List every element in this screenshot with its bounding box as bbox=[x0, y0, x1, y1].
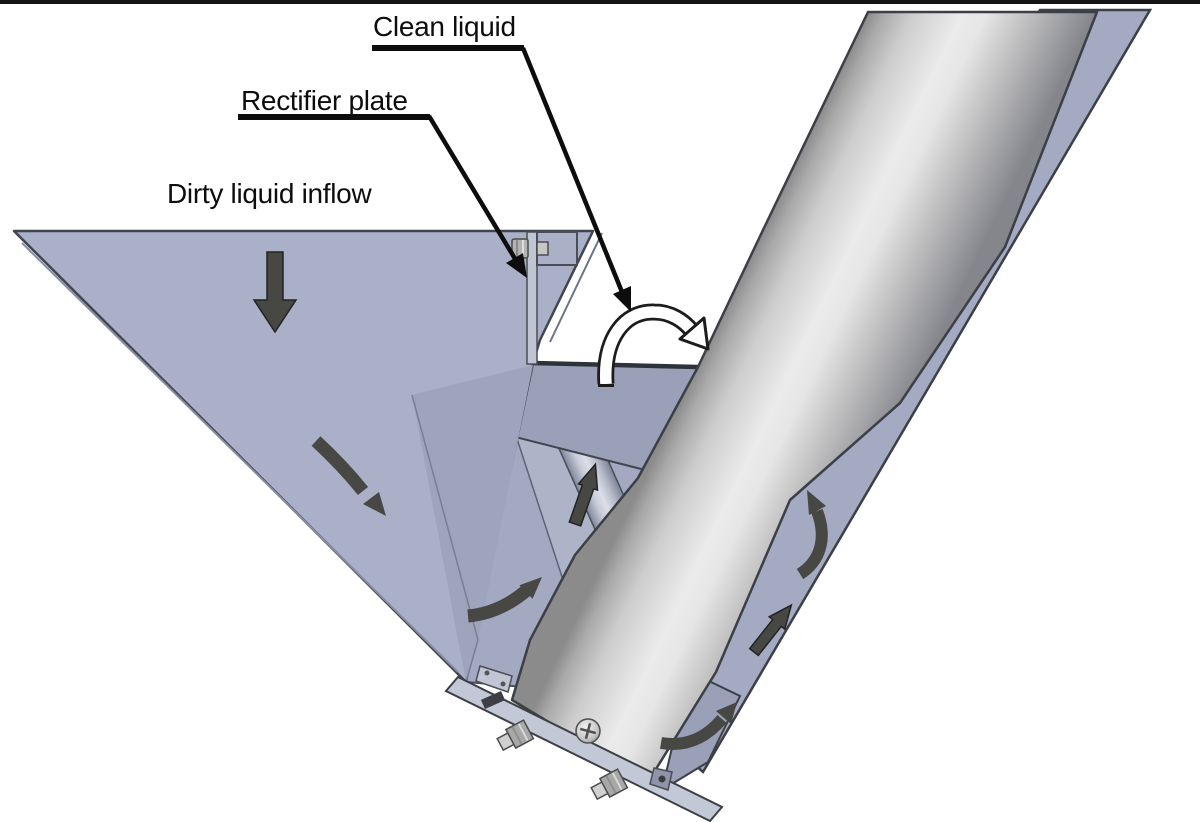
drum-side-upper-curved-arrow bbox=[796, 490, 828, 580]
clean-liquid-leader-arrowhead bbox=[613, 286, 631, 312]
rectifier-plate-leader-arrowhead bbox=[506, 253, 527, 278]
top-border bbox=[0, 0, 1200, 4]
drum-side-straight-arrow bbox=[748, 603, 793, 657]
label-dirty-liquid-inflow: Dirty liquid inflow bbox=[167, 178, 372, 209]
label-clean-liquid: Clean liquid bbox=[373, 11, 516, 42]
flange-bolt bbox=[496, 719, 535, 752]
clean-overflow-curved-arrow bbox=[597, 303, 710, 387]
label-rectifier-plate: Rectifier plate bbox=[241, 85, 408, 116]
flow-arrows-dark bbox=[252, 251, 828, 750]
flange-bolt bbox=[590, 768, 629, 801]
rectifier-plate-underline bbox=[238, 114, 430, 120]
inflow-down-arrow bbox=[252, 251, 298, 334]
clean-liquid-underline bbox=[372, 45, 524, 51]
rectifier-plate bbox=[511, 231, 578, 365]
small-bracket bbox=[649, 767, 673, 791]
label-leaders bbox=[238, 45, 631, 312]
hopper-slope-curved-arrow bbox=[311, 436, 386, 516]
channel-up-arrow bbox=[568, 462, 599, 527]
channel-entry-curved-arrow bbox=[467, 577, 542, 623]
phillips-screw bbox=[575, 718, 601, 744]
drum-side-lower-curved-arrow bbox=[660, 702, 737, 750]
hinge-bracket bbox=[475, 665, 513, 710]
